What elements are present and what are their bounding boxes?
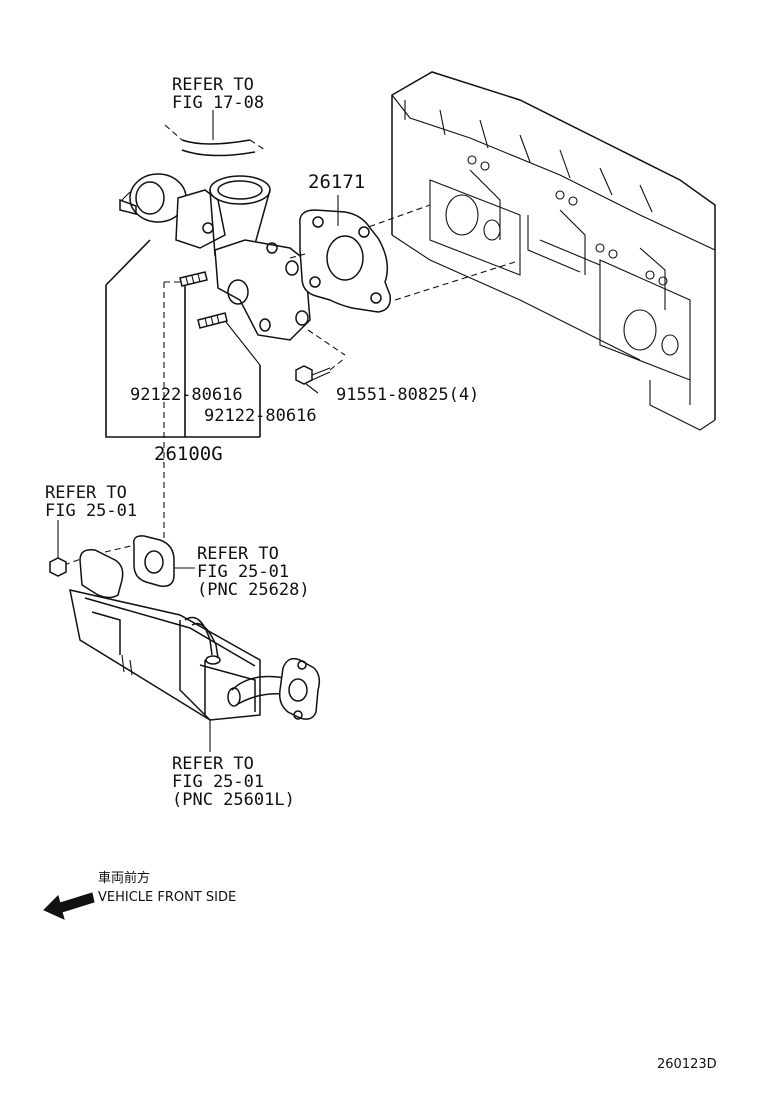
part-number-26100G: 26100G — [154, 443, 223, 465]
egr-cooler — [69, 535, 321, 752]
part-number-92122-a: 92122-80616 — [130, 385, 243, 405]
egr-valve-assembly — [119, 173, 311, 341]
bolt-91551 — [295, 357, 346, 394]
refer-fig-17-08-line1: REFER TO — [172, 75, 254, 95]
refer-fig-25-01-b-line2: FIG 25-01 — [197, 562, 289, 582]
refer-fig-25-01-c-line3: (PNC 25601L) — [172, 790, 295, 810]
bolt-cooler — [49, 520, 67, 577]
stud-b — [197, 312, 228, 329]
left-arrow-icon — [43, 892, 95, 920]
part-number-92122-b: 92122-80616 — [204, 406, 317, 426]
refer-fig-25-01-b-line1: REFER TO — [197, 544, 279, 564]
refer-fig-25-01-a-line1: REFER TO — [45, 483, 127, 503]
part-number-26171: 26171 — [308, 171, 365, 193]
refer-fig-17-08-line2: FIG 17-08 — [172, 93, 264, 113]
leader-lines — [63, 239, 261, 566]
stud-a — [179, 271, 208, 287]
refer-fig-25-01-a-line2: FIG 25-01 — [45, 501, 137, 521]
refer-fig-25-01-c-line2: FIG 25-01 — [172, 772, 264, 792]
gasket-26171 — [299, 195, 391, 313]
part-number-91551: 91551-80825(4) — [336, 385, 479, 405]
figure-code: 260123D — [657, 1057, 717, 1072]
vehicle-front-en: VEHICLE FRONT SIDE — [98, 890, 236, 905]
refer-fig-25-01-b-line3: (PNC 25628) — [197, 580, 310, 600]
refer-fig-25-01-c-line1: REFER TO — [172, 754, 254, 774]
hose — [164, 110, 266, 157]
vehicle-front-jp: 車両前方 — [98, 870, 150, 886]
cylinder-head — [391, 71, 716, 431]
